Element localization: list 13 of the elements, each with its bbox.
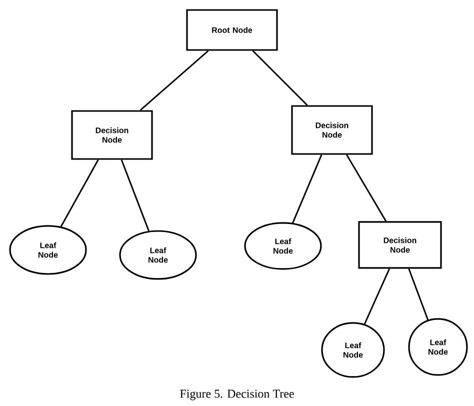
decision-box: Decision Node [291,105,373,155]
connector-line [364,268,390,324]
decision-box: Decision Node [358,221,442,269]
caption: Figure 5. Decision Tree [180,390,294,400]
decision-box: Decision Node [71,110,153,160]
connector-line [252,50,308,106]
connector-line [346,154,387,222]
root-box: Root Node [186,9,278,51]
connector-line [140,50,209,111]
connector-line [120,160,150,232]
connector-line [292,154,322,224]
connector-line [408,268,429,320]
connector-line [60,159,99,227]
